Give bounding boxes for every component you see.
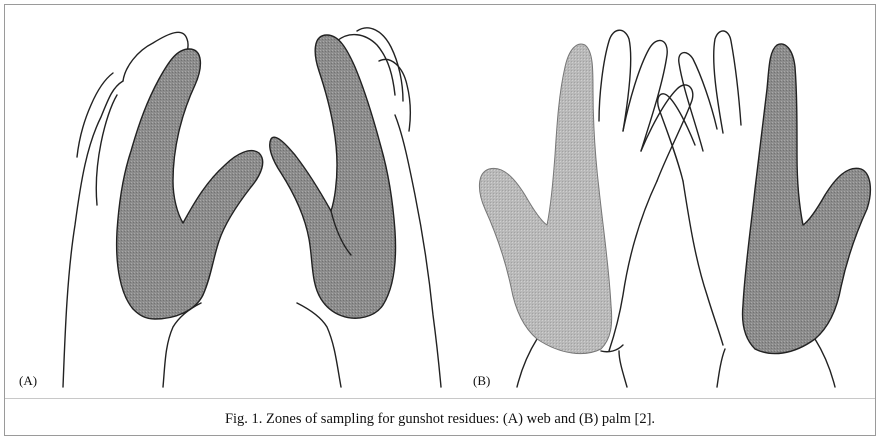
panel-b-label: (B) [473,373,490,389]
caption-divider [5,398,875,399]
right-palm-zone [743,44,871,354]
web-zone-illustration [5,5,463,397]
figure: (A) [4,4,876,436]
right-web-zone [270,35,396,318]
left-web-zone [117,49,263,319]
palm-zone-illustration [463,5,877,397]
left-palm-zone [479,44,611,354]
figure-caption: Fig. 1. Zones of sampling for gunshot re… [5,411,875,428]
panel-b: (B) [463,5,877,397]
panel-a-label: (A) [19,373,37,389]
panel-a: (A) [5,5,463,397]
